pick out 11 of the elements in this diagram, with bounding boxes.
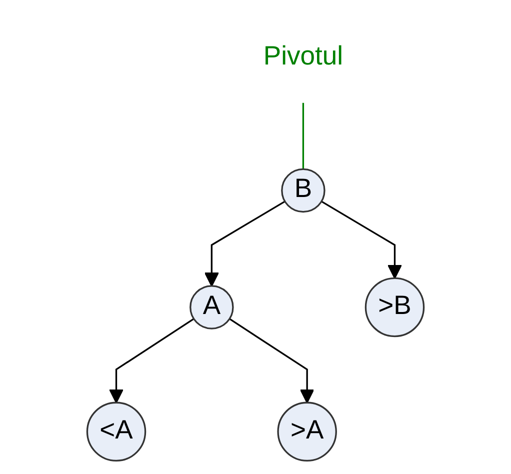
node-circle: >A [277, 402, 337, 462]
node-circle: <A [86, 402, 146, 462]
connector [302, 102, 304, 170]
arrow [229, 318, 314, 404]
node-circle: >B [364, 277, 425, 338]
arrow [108, 318, 194, 404]
node-circle: A [190, 285, 234, 330]
arrow [321, 200, 402, 279]
arrow [204, 200, 286, 287]
node-circle: B [281, 168, 326, 213]
node-text: Pivotul [263, 43, 344, 72]
